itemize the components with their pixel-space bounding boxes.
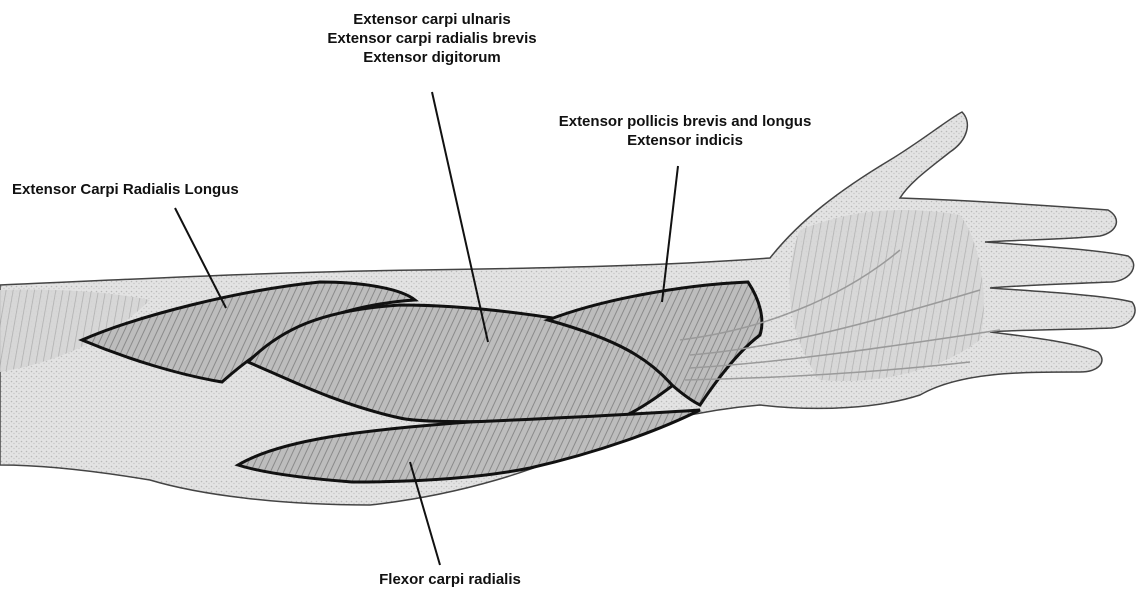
label-extensor-carpi-radialis-brevis: Extensor carpi radialis brevis	[252, 29, 612, 48]
label-extensor-group-top: Extensor carpi ulnaris Extensor carpi ra…	[252, 10, 612, 67]
label-extensor-carpi-radialis-longus: Extensor Carpi Radialis Longus	[12, 180, 332, 199]
label-flexor-carpi-radialis: Flexor carpi radialis	[330, 570, 570, 589]
label-extensor-indicis: Extensor indicis	[500, 131, 870, 150]
label-extensor-group-right: Extensor pollicis brevis and longus Exte…	[500, 112, 870, 150]
label-extensor-digitorum: Extensor digitorum	[252, 48, 612, 67]
label-extensor-pollicis: Extensor pollicis brevis and longus	[500, 112, 870, 131]
label-extensor-carpi-ulnaris: Extensor carpi ulnaris	[252, 10, 612, 29]
